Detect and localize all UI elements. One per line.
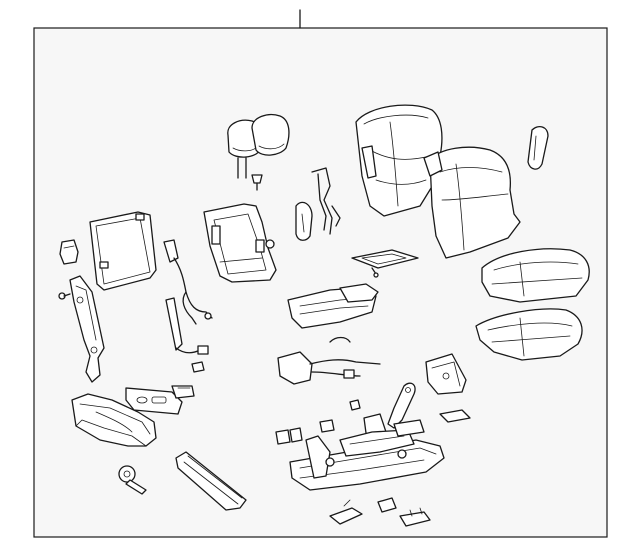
clip-fastener-pair bbox=[275, 419, 335, 445]
seatback-cushion bbox=[423, 146, 521, 259]
track-bracket-right bbox=[399, 507, 431, 527]
track-bracket-center bbox=[377, 497, 397, 513]
seat-cushion-cover bbox=[481, 248, 590, 303]
side-trim-piece bbox=[295, 201, 313, 241]
bracket-trim bbox=[425, 353, 467, 395]
small-pad bbox=[439, 409, 471, 423]
wire-harness-upper bbox=[163, 239, 213, 325]
clip-fastener bbox=[349, 399, 361, 411]
headrest-guide bbox=[251, 174, 263, 191]
recliner-arm bbox=[69, 275, 105, 383]
seat-frame-harness bbox=[277, 336, 381, 385]
side-shield bbox=[71, 393, 157, 447]
seatback-trim-cover bbox=[355, 104, 443, 217]
seat-track-adjuster bbox=[289, 413, 445, 491]
switch-knob bbox=[171, 385, 195, 399]
wire-harness-lower bbox=[165, 297, 209, 373]
bolt bbox=[58, 292, 71, 300]
headrest-right bbox=[251, 113, 290, 156]
recliner-rods bbox=[311, 167, 341, 235]
seatback-panel bbox=[89, 211, 157, 291]
lumbar-module bbox=[287, 283, 379, 329]
seatback-frame bbox=[203, 203, 277, 283]
control-knob bbox=[118, 465, 147, 495]
side-shield-bezel bbox=[125, 387, 183, 415]
recliner-handle bbox=[387, 382, 416, 429]
headrest-clip bbox=[59, 239, 79, 265]
track-bracket-left bbox=[329, 499, 363, 525]
track-cover bbox=[175, 451, 247, 511]
seat-cushion-pad bbox=[475, 308, 583, 361]
heater-mat bbox=[351, 249, 419, 278]
side-bolster-trim bbox=[527, 125, 549, 170]
